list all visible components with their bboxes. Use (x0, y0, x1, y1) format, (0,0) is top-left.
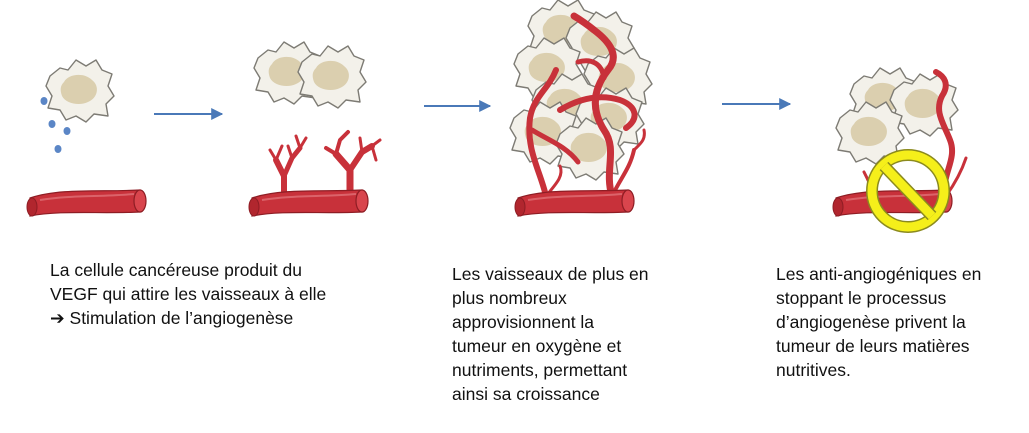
blood-vessel-icon (514, 189, 635, 217)
panel-4 (832, 67, 968, 233)
caption-line: plus nombreux (452, 288, 567, 308)
caption-line: ➔ Stimulation de l’angiogenèse (50, 308, 294, 328)
caption-line: ainsi sa croissance (452, 384, 600, 404)
caption-anti-angiogenic: Les anti-angiogéniques en stoppant le pr… (776, 262, 981, 382)
caption-line: VEGF qui attire les vaisseaux à elle (50, 284, 327, 304)
vegf-dot-icon (54, 145, 62, 153)
caption-line: Les vaisseaux de plus en (452, 264, 649, 284)
vegf-dot-icon (48, 120, 56, 128)
caption-growth: Les vaisseaux de plus en plus nombreux a… (452, 262, 649, 406)
tumor-vessels (526, 12, 646, 200)
no-sign-icon (866, 149, 950, 233)
panel-2 (248, 41, 382, 217)
vessel-sprouts (268, 130, 382, 200)
caption-line: La cellule cancéreuse produit du (50, 260, 302, 280)
caption-line: d’angiogenèse privent la (776, 312, 966, 332)
caption-line: Les anti-angiogéniques en (776, 264, 982, 284)
caption-line: nutriments, permettant (452, 360, 628, 380)
vegf-dot-icon (40, 97, 48, 105)
blood-vessel-icon (248, 189, 369, 217)
vegf-dots (40, 97, 71, 153)
caption-line: nutritives. (776, 360, 851, 380)
vegf-dot-icon (63, 127, 71, 135)
caption-vegf: La cellule cancéreuse produit du VEGF qu… (50, 258, 326, 330)
panel-1 (26, 59, 147, 217)
caption-line: stoppant le processus (776, 288, 947, 308)
panel-3 (509, 0, 653, 217)
caption-line: tumeur en oxygène et (452, 336, 622, 356)
caption-line: approvisionnent la (452, 312, 595, 332)
caption-line: tumeur de leurs matières (776, 336, 970, 356)
tumor-cell-icon (45, 59, 115, 123)
blood-vessel-icon (26, 189, 147, 217)
